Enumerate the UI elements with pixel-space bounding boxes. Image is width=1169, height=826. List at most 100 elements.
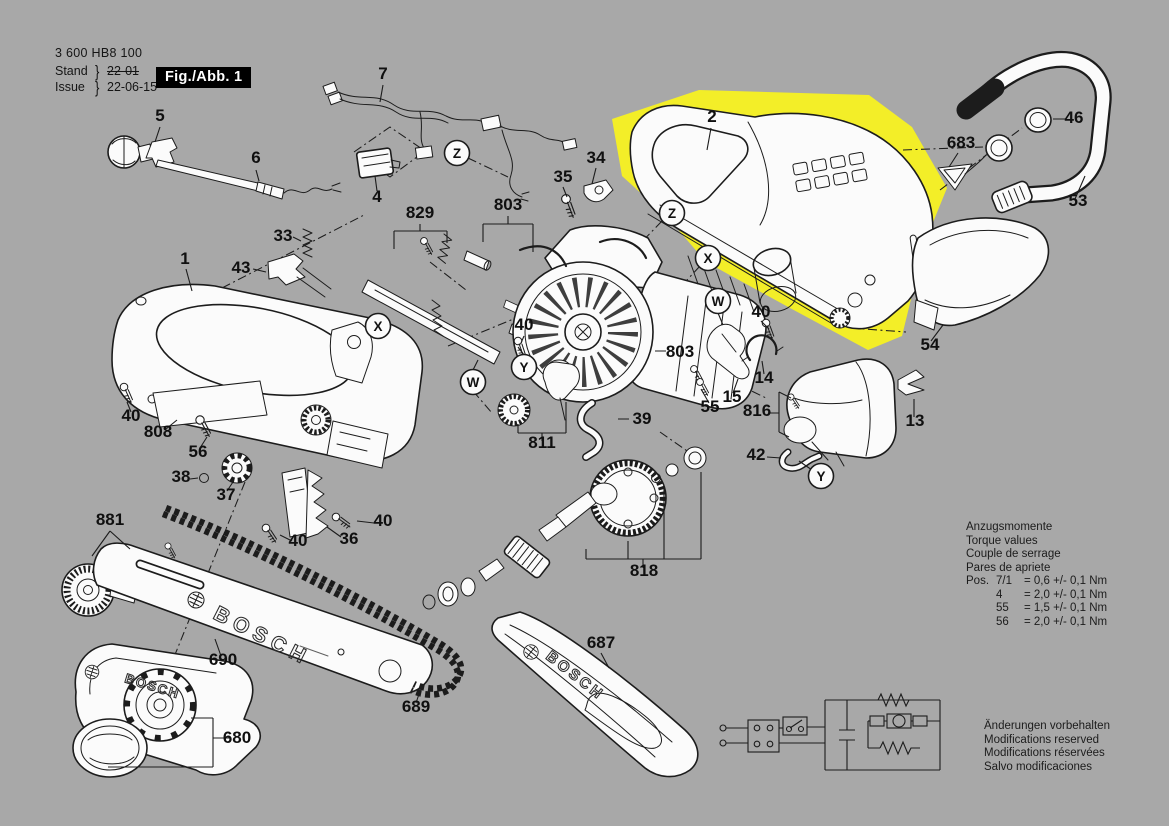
pos-value: 55 (996, 602, 1009, 615)
part-33-drawing (302, 228, 313, 258)
part-label-54: 54 (921, 335, 940, 354)
part-690-drawing (92, 542, 434, 695)
leader-lines (91, 84, 1086, 768)
part-7-drawing (322, 81, 578, 202)
part-label-816: 816 (743, 401, 771, 420)
ref-circle-Y: Y (807, 462, 835, 490)
part-36-drawing (257, 467, 353, 545)
part-34-drawing (583, 179, 614, 203)
svg-text:Z: Z (453, 146, 461, 161)
torque-title-es: Pares de apriete (966, 561, 1051, 574)
pos-label: Pos. (966, 575, 990, 588)
part-label-803: 803 (494, 195, 522, 214)
stand-label: Stand (55, 64, 88, 79)
torque-row: Pos. 7/1 = 0,6 +/- 0,1 Nm (966, 575, 1107, 589)
svg-text:X: X (373, 319, 382, 334)
torque-value: = 2,0 +/- 0,1 Nm (1024, 615, 1108, 628)
part-label-56: 56 (189, 442, 208, 461)
part-label-34: 34 (587, 148, 606, 167)
part-687-drawing (491, 611, 699, 778)
part-35-drawing (555, 192, 583, 220)
part-label-689: 689 (402, 697, 430, 716)
part-label-680: 680 (223, 728, 251, 747)
part-37-drawing (221, 452, 253, 484)
part-829-drawing (361, 233, 501, 365)
note-fr: Modifications réservées (984, 747, 1105, 760)
svg-text:X: X (703, 251, 712, 266)
part-39-drawing (576, 399, 604, 461)
part-label-33: 33 (274, 226, 293, 245)
part-label-39: 39 (633, 409, 652, 428)
ref-circle-Z: Z (658, 199, 686, 227)
pos-value: 56 (996, 615, 1009, 628)
part-label-42: 42 (747, 445, 766, 464)
ref-circle-X: X (694, 244, 722, 272)
modification-notes: Änderungen vorbehalten Modifications res… (984, 720, 1110, 774)
part-label-881: 881 (96, 510, 124, 529)
ref-circle-W: W (704, 287, 732, 315)
svg-text:W: W (712, 294, 725, 309)
part-14-drawing (741, 334, 784, 362)
part-808-drawing (115, 380, 268, 483)
torque-row: 56 = 2,0 +/- 0,1 Nm (966, 616, 1107, 630)
part-label-40: 40 (515, 315, 534, 334)
part-42-drawing (778, 448, 823, 472)
part-label-687: 687 (587, 633, 615, 652)
part-811-drawing (497, 361, 580, 427)
part-label-803: 803 (666, 342, 694, 361)
part-label-13: 13 (906, 411, 925, 430)
svg-text:Y: Y (816, 469, 825, 484)
torque-value: = 2,0 +/- 0,1 Nm (1024, 588, 1108, 601)
part-label-40: 40 (752, 302, 771, 321)
note-de: Änderungen vorbehalten (984, 720, 1110, 732)
part-43-drawing (267, 253, 332, 298)
ref-circle-X: X (364, 312, 392, 340)
part-label-40: 40 (122, 406, 141, 425)
part-54-drawing (911, 217, 1050, 331)
part-label-808: 808 (144, 422, 172, 441)
issue-label: Issue (55, 79, 85, 94)
part-5-drawing (107, 135, 178, 169)
type-number: 3 600 HB8 100 (55, 46, 143, 60)
drawing-header: 3 600 HB8 100 Stand } 22-01 Issue } 22-0… (55, 46, 158, 97)
part-2-drawing (629, 104, 934, 330)
ref-circle-W: W (459, 368, 487, 396)
part-label-6: 6 (251, 148, 260, 167)
part-680-drawing (72, 643, 261, 778)
part-818-drawing (422, 446, 707, 610)
torque-value: = 1,5 +/- 0,1 Nm (1024, 602, 1108, 615)
torque-title-fr: Couple de serrage (966, 548, 1061, 561)
part-683-drawing (937, 134, 1013, 191)
part-label-15: 15 (723, 387, 742, 406)
part-label-37: 37 (217, 485, 236, 504)
part-label-43: 43 (232, 258, 251, 277)
part-53-drawing (956, 50, 1112, 214)
part-13-drawing (897, 369, 925, 396)
ref-circle-Y: Y (510, 353, 538, 381)
part-label-690: 690 (209, 650, 237, 669)
stand-value: 22-01 (107, 64, 139, 79)
pos-value: 7/1 (996, 575, 1012, 588)
torque-value: = 0,6 +/- 0,1 Nm (1024, 575, 1108, 588)
brace-glyph: } (95, 77, 100, 97)
part-label-53: 53 (1069, 191, 1088, 210)
issue-value: 22-06-15 (107, 79, 158, 94)
figure-label: Fig./Abb. 1 (156, 67, 252, 88)
ref-circle-Z: Z (443, 139, 471, 167)
part-label-46: 46 (1065, 108, 1084, 127)
part-label-38: 38 (172, 467, 191, 486)
torque-title-de: Anzugsmomente (966, 521, 1053, 533)
note-en: Modifications reserved (984, 733, 1100, 746)
part-label-811: 811 (528, 433, 555, 452)
part-label-35: 35 (554, 167, 573, 186)
svg-text:Y: Y (519, 360, 528, 375)
part-label-683: 683 (947, 133, 975, 152)
part-label-818: 818 (630, 561, 658, 580)
torque-row: 4 = 2,0 +/- 0,1 Nm (966, 589, 1107, 603)
part-4-drawing (355, 147, 401, 179)
part-label-40: 40 (289, 531, 308, 550)
part-816-drawing (783, 358, 897, 467)
torque-table: Anzugsmomente Torque values Couple de se… (966, 521, 1107, 630)
svg-text:Z: Z (668, 206, 676, 221)
